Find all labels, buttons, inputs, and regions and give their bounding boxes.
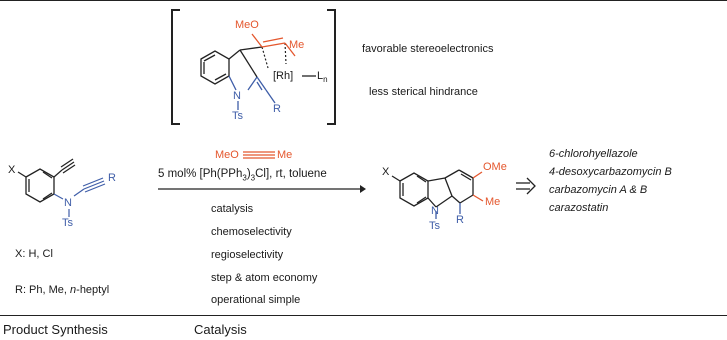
product-r-label: R [456,214,464,226]
feature-chemoselectivity: chemoselectivity [211,226,292,238]
target-6-chlorohyellazole: 6-chlorohyellazole [549,148,638,160]
product-n-bonds [435,203,461,219]
bottom-rule [0,315,727,316]
substrate-n-label: N [64,197,72,209]
product-me-label: Me [485,196,501,208]
feature-operational-simple: operational simple [211,294,301,306]
product-ome-label: OMe [483,161,507,173]
intermediate-alkene-bonds [251,33,296,57]
substrate-ts-label: Ts [62,217,73,229]
feature-step-atom-economy: step & atom economy [211,272,318,284]
catalyst-conditions: 5 mol% [Ph(PPh3)3Cl], rt, toluene [158,168,327,183]
intermediate-me-label: Me [289,39,305,51]
feature-catalysis: catalysis [211,203,254,215]
substrate-terminal-alkyne [53,158,76,178]
product-ts-label: Ts [429,220,440,232]
substrate-x-values: X: H, Cl [15,248,53,260]
product-right-ring [444,169,474,204]
product-pyrrole-ring [427,177,453,208]
intermediate-core-bonds [228,46,263,78]
reagent-me: Me [277,149,293,161]
target-4-desoxycarbazomycin-b: 4-desoxycarbazomycin B [549,166,672,178]
target-carbazomycin-a-b: carbazomycin A & B [549,184,648,196]
product-n-label: N [431,205,439,217]
intermediate-r-label: R [273,103,281,115]
product-substituent-bonds [472,171,484,202]
substrate-ynamide [53,177,106,217]
intermediate-ome-label: MeO [235,19,259,31]
left-bracket [171,9,180,125]
intermediate-rh-label: [Rh] [273,70,294,82]
intermediate-dashed-bonds [261,42,287,69]
intermediate-n-label: N [233,90,241,102]
intermediate-ligand-label: Ln [317,70,328,85]
top-rule [0,0,727,1]
intermediate-ts-label: Ts [232,110,243,122]
reagent-meo: MeO [215,149,239,161]
note-steric-hindrance: less sterical hindrance [369,86,478,98]
substrate-r-values: R: Ph, Me, n-heptyl [15,284,110,296]
substrate-x-label: X [8,164,16,176]
target-carazostatin: carazostatin [549,202,609,214]
product-x-label: X [382,166,390,178]
note-stereoelectronics: favorable stereoelectronics [362,43,494,55]
right-bracket [327,9,336,125]
substrate-r-label: R [108,172,116,184]
footer-product-synthesis: Product Synthesis [3,322,108,337]
feature-regioselectivity: regioselectivity [211,249,284,261]
footer-catalysis: Catalysis [194,322,247,337]
intermediate-pyrrole-ring [228,75,276,110]
